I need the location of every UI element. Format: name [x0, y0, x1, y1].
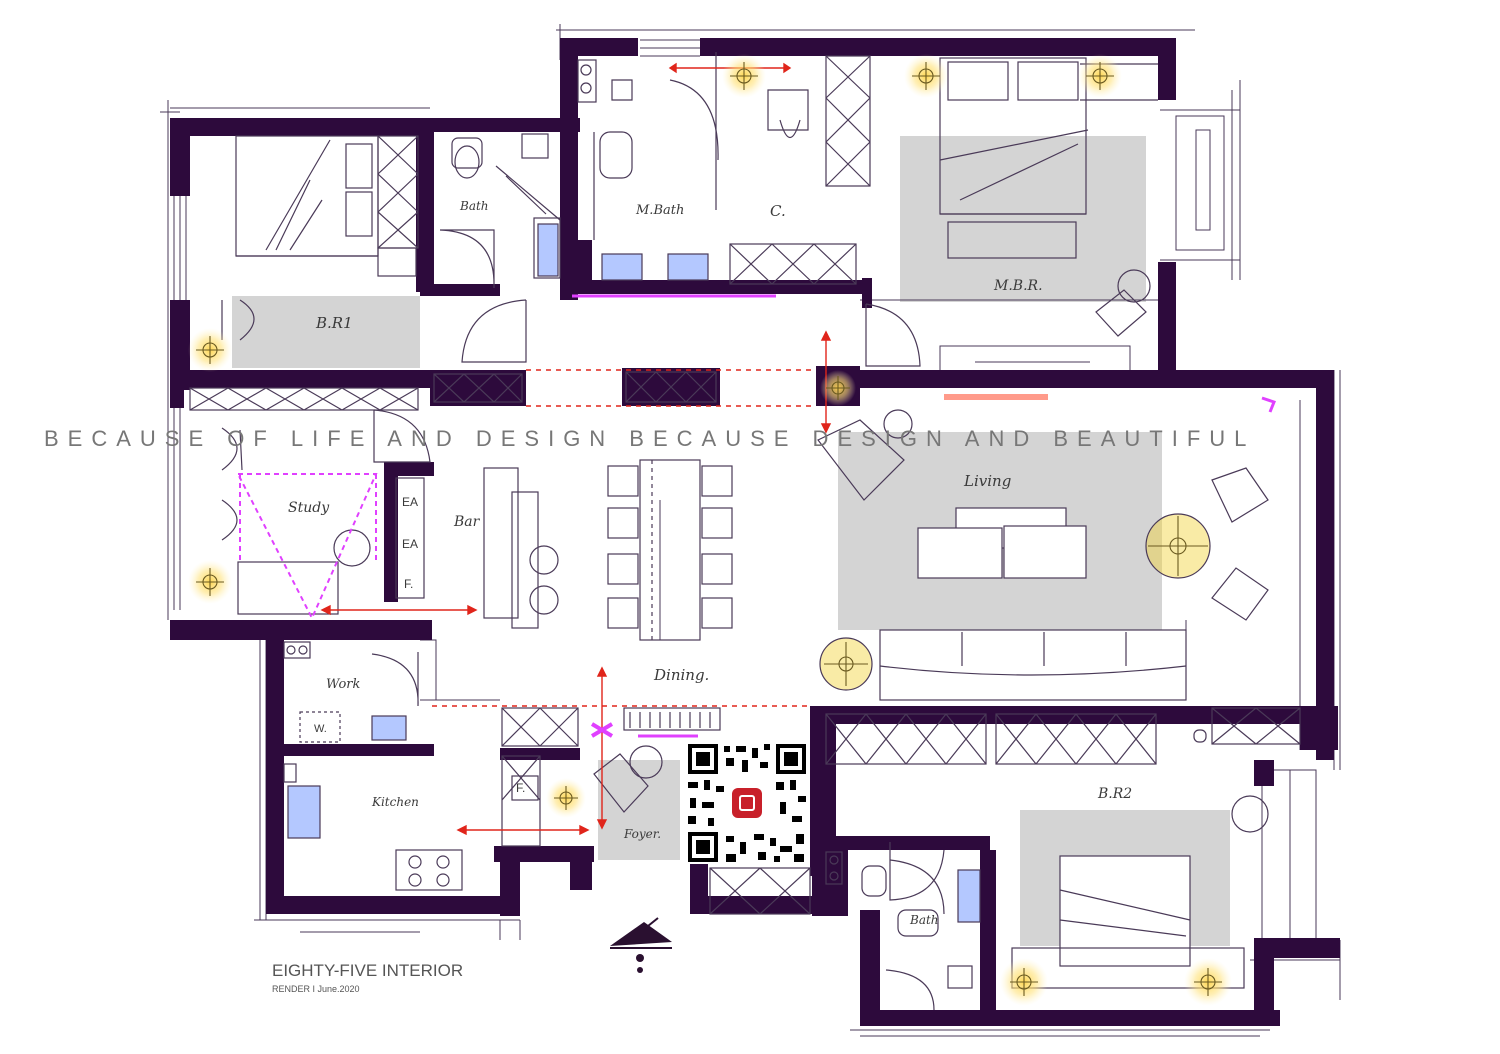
qr-code-icon	[686, 742, 808, 864]
tub-bottom-bath	[957, 869, 981, 923]
room-label-work: Work	[326, 677, 361, 692]
room-label-br2: B.R2	[1097, 786, 1132, 802]
tag-ea-1: EA	[402, 495, 418, 509]
furniture	[221, 52, 1269, 1011]
dimension-lines	[320, 62, 832, 836]
room-label-master-bath: M.Bath	[635, 203, 684, 218]
room-label-mbr: M.B.R.	[993, 278, 1043, 294]
room-labels: B.R1 Bath M.Bath C. M.B.R. Study Bar Liv…	[288, 199, 1132, 927]
tag-ea-2: EA	[402, 537, 418, 551]
rug-mbr	[900, 136, 1146, 302]
room-label-dining: Dining.	[653, 666, 709, 684]
accent-marks	[236, 294, 1276, 738]
tub-top-bath	[537, 223, 559, 277]
plumbing-fixtures	[287, 223, 981, 923]
room-label-bath-bottom: Bath	[909, 913, 939, 927]
room-label-bar: Bar	[453, 514, 481, 530]
cabinet-tags: EA EA F. W. F.	[314, 495, 525, 795]
watermark-text: BECAUSE OF LIFE AND DESIGN BECAUSE DESIG…	[44, 426, 1255, 451]
rug-br1	[232, 296, 420, 368]
compass-icon	[610, 917, 672, 973]
tag-f-1: F.	[404, 577, 413, 591]
lamp-crosshairs	[196, 62, 1222, 996]
doors	[373, 299, 945, 901]
led-strip-mbr	[944, 394, 1048, 400]
room-label-study: Study	[288, 500, 330, 516]
room-label-living: Living	[963, 472, 1011, 490]
sink-work	[371, 715, 407, 741]
sink-kitchen	[287, 785, 321, 839]
tag-f-2: F.	[516, 781, 525, 795]
brand-subtitle: RENDER I June.2020	[272, 984, 360, 994]
room-label-bath-top: Bath	[459, 199, 489, 213]
room-label-foyer: Foyer.	[623, 827, 661, 841]
tag-w: W.	[314, 723, 327, 735]
brand-title: EIGHTY-FIVE INTERIOR	[272, 961, 463, 980]
sink-master-1	[601, 253, 643, 281]
walls	[170, 38, 1340, 1026]
cabinets	[189, 55, 1301, 915]
room-label-closet: C.	[770, 202, 786, 220]
room-label-kitchen: Kitchen	[371, 795, 419, 809]
sink-master-2	[667, 253, 709, 281]
room-label-br1: B.R1	[315, 314, 353, 332]
